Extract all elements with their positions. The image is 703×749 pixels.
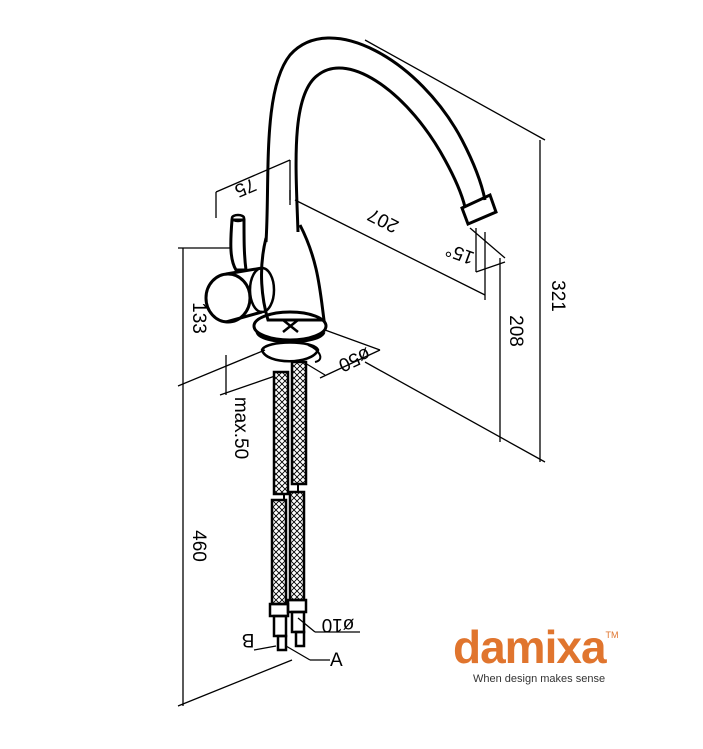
dim-label-133: 133 [188,302,209,334]
brand-trademark: TM [605,630,619,640]
dim-label-75: 75 [231,173,259,201]
brand-logo: damixaTM When design makes sense [453,621,663,685]
spout-arch [264,36,487,243]
dim-label-b: B [242,629,255,650]
dim-label-207: 207 [365,203,403,236]
faucet-body [204,36,498,363]
dim-label-208: 208 [505,315,526,347]
dim-label-max-thickness: max.50 [230,397,251,459]
base-plate [252,310,328,342]
brand-tagline: When design makes sense [473,673,606,685]
spout-tip [460,192,498,226]
dim-label-base-diameter: ø50 [335,343,374,376]
dim-label-hose-diameter: ø10 [322,614,355,635]
brand-name: damixa [453,621,607,673]
dim-label-321: 321 [547,280,568,312]
handle-cartridge [204,272,252,324]
dim-label-15-deg: 15° [443,238,477,268]
mounting-nut [260,341,320,363]
dim-label-a: A [330,650,343,671]
dimension-lines [177,39,546,707]
handle-lever [229,218,248,272]
dim-label-460: 460 [188,530,209,562]
supply-hoses [268,360,308,652]
